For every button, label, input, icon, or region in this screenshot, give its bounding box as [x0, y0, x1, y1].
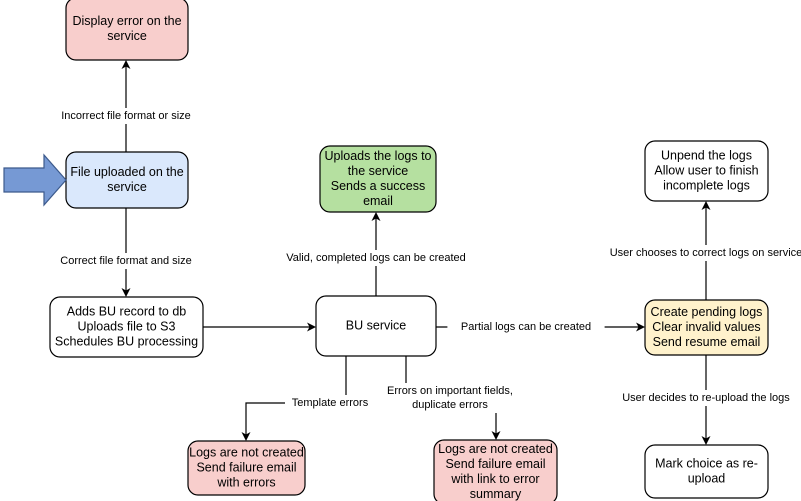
- edge-label-template-errors: Template errors: [285, 395, 375, 411]
- node-label: Create pending logs: [651, 305, 763, 319]
- edge-label-incorrect-format: Incorrect file format or size: [41, 108, 211, 124]
- arrowhead: [491, 431, 501, 440]
- edge-label-text: Incorrect file format or size: [61, 110, 191, 122]
- edge-label-text: Template errors: [292, 397, 369, 409]
- node-label: summary: [470, 487, 522, 501]
- node-label: Sends a success: [331, 179, 426, 193]
- arrowhead: [371, 212, 381, 221]
- node-mark-choice-reupload[interactable]: Mark choice as re-upload: [644, 444, 769, 499]
- edge-label-errors-important-fields: Errors on important fields, duplicate err…: [371, 383, 529, 413]
- node-label: Send failure email: [445, 457, 545, 471]
- edge-label-text: User chooses to correct logs on service: [610, 247, 801, 259]
- node-label: Schedules BU processing: [55, 334, 198, 348]
- arrowhead: [121, 60, 131, 69]
- arrowhead: [241, 432, 251, 441]
- arrowhead: [121, 288, 131, 297]
- node-label: service: [107, 29, 147, 43]
- arrowhead: [307, 322, 316, 332]
- node-shape[interactable]: [315, 295, 437, 357]
- node-label: BU service: [346, 318, 406, 332]
- node-label: Logs are not created: [438, 442, 553, 456]
- edge-label-text: Valid, completed logs can be created: [286, 252, 466, 264]
- node-shape[interactable]: [644, 299, 769, 356]
- node-bu-service[interactable]: BU service: [315, 295, 437, 357]
- node-label: Adds BU record to db: [67, 304, 187, 318]
- edge-label-valid-completed: Valid, completed logs can be created: [272, 250, 480, 266]
- node-label: Clear invalid values: [652, 320, 760, 334]
- edge-label-backing: [272, 250, 480, 266]
- node-label: Mark choice as re-: [655, 456, 758, 470]
- node-label: with errors: [216, 475, 275, 489]
- edge-label-backing: [44, 253, 208, 269]
- node-label: upload: [688, 471, 726, 485]
- edge-label-backing: [607, 390, 801, 406]
- node-shape[interactable]: [644, 140, 769, 202]
- arrowhead: [636, 322, 645, 332]
- edge-label-backing: [593, 245, 801, 261]
- node-shape[interactable]: [319, 145, 437, 213]
- node-label: File uploaded on the: [70, 165, 183, 179]
- node-shape[interactable]: [187, 440, 306, 496]
- node-shape[interactable]: [49, 296, 204, 358]
- edge-label-text: Errors on important fields,: [387, 385, 513, 397]
- edge-label-backing: [285, 395, 375, 411]
- node-label: Send failure email: [196, 460, 296, 474]
- node-shape[interactable]: [433, 439, 558, 501]
- node-label: incomplete logs: [663, 178, 750, 192]
- node-label: Unpend the logs: [661, 148, 752, 162]
- entry-block-arrow-icon: [3, 153, 67, 207]
- arrowhead: [701, 201, 711, 210]
- edge-label-partial-logs: Partial logs can be created: [447, 319, 605, 335]
- edge-label-text: Partial logs can be created: [461, 321, 591, 333]
- node-label: service: [107, 180, 147, 194]
- node-label: the service: [348, 164, 408, 178]
- node-label: email: [363, 194, 393, 208]
- arrowhead: [701, 436, 711, 445]
- edge-label-backing: [41, 108, 211, 124]
- edge-label-text: duplicate errors: [412, 399, 488, 411]
- edge-label-text: User decides to re-upload the logs: [622, 392, 790, 404]
- node-label: Uploads file to S3: [78, 319, 176, 333]
- edge-to-bu-service: [203, 322, 316, 332]
- node-label: Allow user to finish: [654, 163, 758, 177]
- edge-label-backing: [371, 383, 529, 413]
- node-shape[interactable]: [65, 0, 189, 61]
- edge-incorrect-format: [121, 60, 131, 152]
- node-label: Display error on the: [72, 14, 181, 28]
- node-shape[interactable]: [644, 444, 769, 499]
- edge-label-text: Correct file format and size: [60, 255, 191, 267]
- edge-label-correct-format: Correct file format and size: [44, 253, 208, 269]
- node-label: Logs are not created: [189, 445, 304, 459]
- edge-label-user-reuploads: User decides to re-upload the logs: [607, 390, 801, 406]
- edge-correct-format: [121, 208, 131, 297]
- node-label: Send resume email: [653, 335, 761, 349]
- node-label: with link to error: [450, 472, 539, 486]
- edge-label-user-corrects: User chooses to correct logs on service: [593, 245, 801, 261]
- node-label: Uploads the logs to: [324, 149, 431, 163]
- edge-label-backing: [447, 319, 605, 335]
